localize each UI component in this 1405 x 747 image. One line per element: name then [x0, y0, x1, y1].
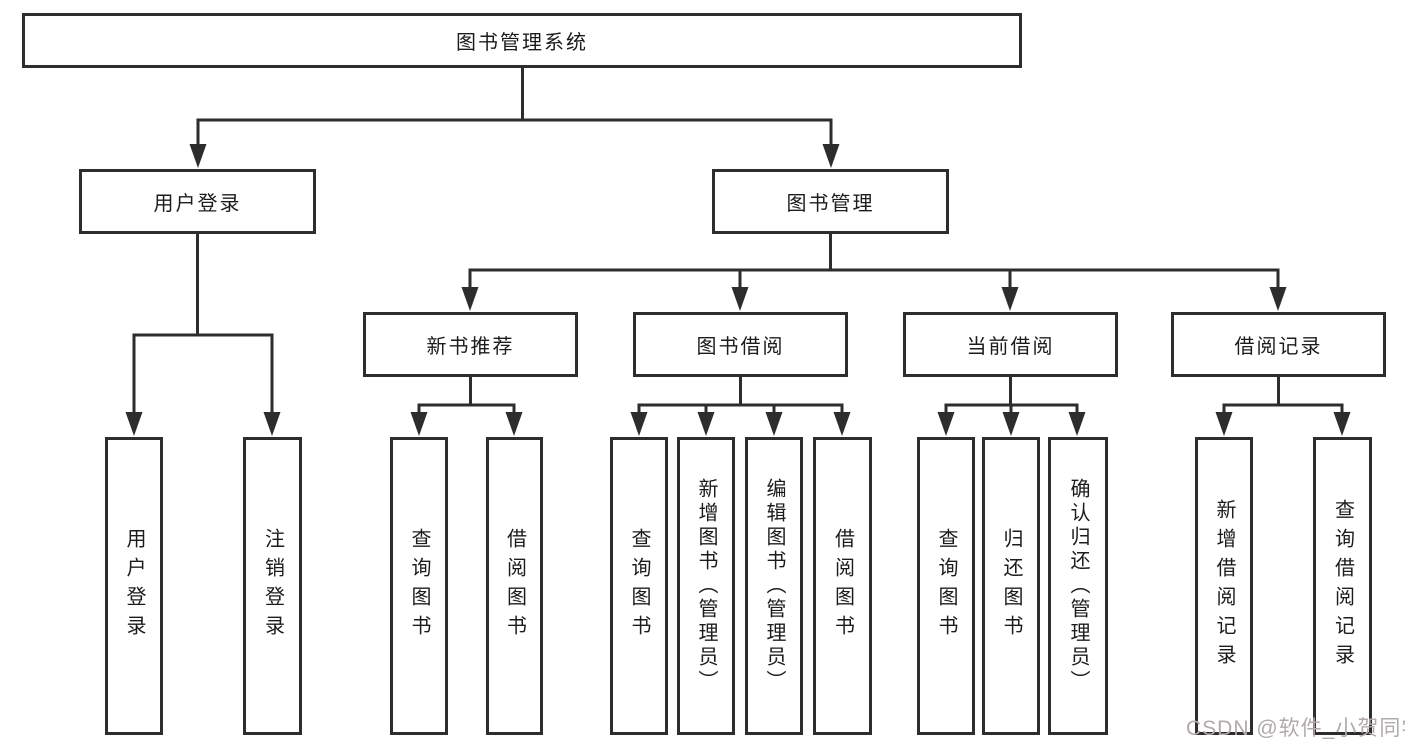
arrow-down-icon	[1068, 412, 1086, 436]
leaf-label: 新增图书（管理员）	[695, 478, 717, 694]
csdn-watermark: CSDN @软件_小贺同学	[1186, 717, 1405, 740]
leaf-borrow-books: 借阅图书	[813, 437, 872, 735]
connector-book-management-children	[461, 234, 1287, 311]
leaf-edit-book-admin: 编辑图书（管理员）	[745, 437, 803, 735]
node-book-borrow: 图书借阅	[633, 312, 848, 377]
arrow-down-icon	[822, 144, 840, 168]
arrow-down-icon	[263, 412, 281, 436]
leaf-label: 归还图书	[1000, 528, 1022, 644]
arrow-down-icon	[125, 412, 143, 436]
connector-root-to-branches	[189, 68, 840, 168]
connector-borrow-records-children	[1215, 377, 1351, 436]
leaf-query-books-recommend: 查询图书	[390, 437, 448, 735]
connector-book-borrow-children	[630, 377, 851, 436]
arrow-down-icon	[461, 287, 479, 311]
arrow-down-icon	[937, 412, 955, 436]
connector-user-login-children	[125, 234, 281, 436]
connector-new-book-children	[410, 377, 523, 436]
leaf-add-book-admin: 新增图书（管理员）	[677, 437, 735, 735]
leaf-add-borrow-record: 新增借阅记录	[1195, 437, 1253, 735]
arrow-down-icon	[630, 412, 648, 436]
leaf-label: 编辑图书（管理员）	[763, 478, 785, 694]
arrow-down-icon	[410, 412, 428, 436]
node-new-book-recommend: 新书推荐	[363, 312, 578, 377]
arrow-down-icon	[697, 412, 715, 436]
arrow-down-icon	[189, 144, 207, 168]
node-current-borrow: 当前借阅	[903, 312, 1118, 377]
leaf-query-borrow-record: 查询借阅记录	[1313, 437, 1372, 735]
leaf-label: 借阅图书	[831, 528, 854, 644]
leaf-query-books-borrow: 查询图书	[610, 437, 668, 735]
leaf-query-books-current: 查询图书	[917, 437, 975, 735]
leaf-borrow-books-recommend: 借阅图书	[486, 437, 543, 735]
leaf-confirm-return-admin: 确认归还（管理员）	[1048, 437, 1108, 735]
leaf-label: 查询图书	[408, 528, 430, 644]
leaf-label: 查询图书	[935, 528, 957, 644]
leaf-label: 注销登录	[261, 528, 284, 644]
node-user-login: 用户登录	[79, 169, 316, 234]
node-library-management-system: 图书管理系统	[22, 13, 1022, 68]
arrow-down-icon	[1215, 412, 1233, 436]
leaf-label: 新增借阅记录	[1213, 499, 1235, 673]
leaf-label: 确认归还（管理员）	[1067, 478, 1089, 694]
leaf-label: 借阅图书	[503, 528, 526, 644]
arrow-down-icon	[833, 412, 851, 436]
leaf-label: 查询图书	[628, 528, 650, 644]
arrow-down-icon	[765, 412, 783, 436]
arrow-down-icon	[731, 287, 749, 311]
leaf-logout: 注销登录	[243, 437, 302, 735]
connector-current-borrow-children	[937, 377, 1086, 436]
node-borrow-records: 借阅记录	[1171, 312, 1386, 377]
leaf-return-book: 归还图书	[982, 437, 1040, 735]
arrow-down-icon	[1002, 412, 1020, 436]
arrow-down-icon	[505, 412, 523, 436]
node-book-management: 图书管理	[712, 169, 949, 234]
leaf-label: 用户登录	[123, 528, 145, 644]
arrow-down-icon	[1269, 287, 1287, 311]
arrow-down-icon	[1333, 412, 1351, 436]
arrow-down-icon	[1001, 287, 1019, 311]
leaf-user-login: 用户登录	[105, 437, 163, 735]
leaf-label: 查询借阅记录	[1331, 499, 1354, 673]
